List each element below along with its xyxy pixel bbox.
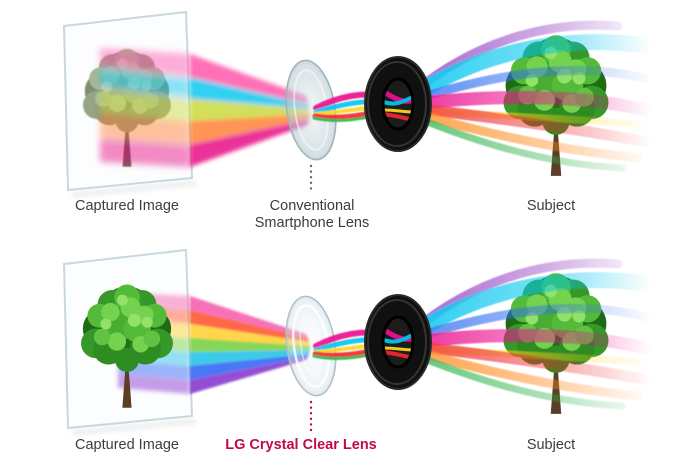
captured-tree-bottom <box>81 284 173 408</box>
light-ribbons-top <box>405 20 661 172</box>
light-fan-bottom <box>190 296 310 394</box>
camera-ring-top <box>364 56 432 152</box>
light-smear-top <box>100 48 190 167</box>
camera-ring-bottom <box>364 294 432 390</box>
conventional-lens-top <box>285 59 337 161</box>
light-ribbons-bottom <box>405 258 661 410</box>
subject-label-bottom: Subject <box>526 437 576 453</box>
subject-label-top: Subject <box>526 198 576 214</box>
captured-image-label-bottom: Captured Image <box>75 437 179 453</box>
conventional-lens-label: Conventional Smartphone Lens <box>254 198 370 232</box>
captured-image-label-top: Captured Image <box>75 198 179 214</box>
crystal-clear-lens-label: LG Crystal Clear Lens <box>225 437 377 453</box>
light-fan-top <box>190 54 310 167</box>
